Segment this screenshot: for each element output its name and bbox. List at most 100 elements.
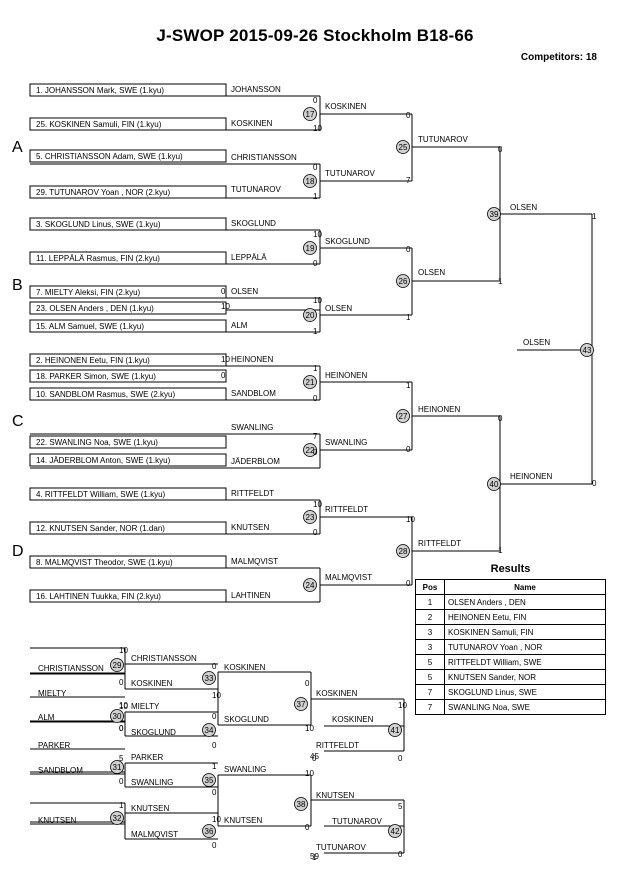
match-number: 39 [490, 210, 499, 219]
match-number-circle [303, 241, 317, 255]
competitor-name: KOSKINEN [231, 119, 273, 128]
match-score: 7 [406, 176, 411, 185]
match-number-circle [202, 671, 216, 685]
competitor-name: JÄDERBLOM [231, 457, 280, 466]
competitor-name: OLSEN [418, 268, 445, 277]
match-score: 10 [212, 815, 221, 824]
match-score: 0 [221, 371, 226, 380]
results-title: Results [490, 563, 531, 575]
entry-box [29, 369, 227, 383]
match-score: 0 [498, 145, 503, 154]
results-pos: 3 [415, 639, 445, 655]
match-number-circle [303, 107, 317, 121]
match-number-circle [396, 409, 410, 423]
competitor-name: RITTFELDT [231, 489, 274, 498]
competitor-name: CHRISTIANSSON [231, 153, 297, 162]
competitor-name: KOSKINEN [316, 689, 358, 698]
match-number: 23 [306, 513, 315, 522]
match-score: 0 [305, 679, 310, 688]
match-score: 1 [212, 762, 217, 771]
match-number: 18 [306, 177, 315, 186]
match-number-circle [580, 343, 594, 357]
match-score: 1 [406, 381, 411, 390]
competitor-name: RITTFELDT [418, 539, 461, 548]
competitor-name: KOSKINEN [332, 715, 374, 724]
results-pos: 1 [415, 594, 445, 610]
match-score: 5 [119, 754, 124, 763]
match-number-circle [303, 443, 317, 457]
match-number-circle [202, 723, 216, 737]
competitor-name: MIELTY [38, 689, 67, 698]
match-number-circle [202, 824, 216, 838]
results-name: TUTUNAROV Yoan , NOR [444, 639, 606, 655]
match-score: 10 [313, 296, 322, 305]
match-score: 10 [221, 355, 230, 364]
match-score: 10 [119, 701, 128, 710]
competitor-name: KOSKINEN [131, 679, 173, 688]
results-header-name: Name [444, 579, 606, 595]
competitor-name: TUTUNAROV [316, 843, 366, 852]
match-number: 40 [490, 480, 499, 489]
match-score: 0 [212, 841, 217, 850]
match-score: 0 [313, 163, 318, 172]
match-score: 0 [498, 414, 503, 423]
pool-label: A [12, 139, 23, 156]
entry-name: 5. CHRISTIANSSON Adam, SWE (1.kyu) [36, 152, 183, 161]
match-score: 0 [119, 678, 124, 687]
competitor-name: HEINONEN [510, 472, 552, 481]
match-number-circle [388, 723, 402, 737]
pool-label: D [12, 543, 24, 560]
results-name: RITTFELDT William, SWE [444, 654, 606, 670]
match-number: 33 [205, 674, 214, 683]
results-name: SWANLING Noa, SWE [444, 699, 606, 715]
pool-label: C [12, 413, 24, 430]
competitor-name: MALMQVIST [325, 573, 372, 582]
match-number: 25 [399, 143, 408, 152]
match-score: 0 [119, 724, 124, 733]
results-name: HEINONEN Eetu, FIN [444, 609, 606, 625]
competitor-name: MALMQVIST [231, 557, 278, 566]
match-score: 10 [313, 230, 322, 239]
pool-label: B [12, 277, 23, 294]
competitor-name: CHRISTIANSSON [131, 654, 197, 663]
competitor-name: TUTUNAROV [231, 185, 281, 194]
results-header-pos: Pos [415, 579, 445, 595]
entry-name: 1. JOHANSSON Mark, SWE (1.kyu) [36, 86, 164, 95]
entry-name: 25. KOSKINEN Samuli, FIN (1.kyu) [36, 120, 162, 129]
entry-name: 29. TUTUNAROV Yoan , NOR (2.kyu) [36, 188, 170, 197]
competitor-name: OLSEN [231, 287, 258, 296]
match-number: 34 [205, 726, 214, 735]
competitor-name: HEINONEN [325, 371, 367, 380]
competitor-name: SWANLING [224, 765, 266, 774]
entry-name: 11. LEPPÄLÄ Rasmus, FIN (2.kyu) [36, 254, 160, 263]
results-name: KOSKINEN Samuli, FIN [444, 624, 606, 640]
competitor-name: SKOGLUND [224, 715, 269, 724]
match-score: 0 [313, 394, 318, 403]
competitor-name: SKOGLUND [231, 219, 276, 228]
match-number: 43 [583, 346, 592, 355]
results-name: SKOGLUND Linus, SWE [444, 684, 606, 700]
match-score: 0 [312, 754, 317, 763]
results-pos: 7 [415, 684, 445, 700]
match-number-circle [396, 544, 410, 558]
entry-name: 7. MIELTY Aleksi, FIN (2.kyu) [36, 288, 141, 297]
entry-box [29, 453, 227, 467]
match-score: 0 [119, 724, 124, 733]
match-number: 17 [306, 110, 315, 119]
competitor-name: SWANLING [131, 778, 173, 787]
match-number-circle [294, 797, 308, 811]
entry-box [29, 149, 227, 163]
match-number-circle [294, 697, 308, 711]
competitor-name: PARKER [131, 753, 164, 762]
competitor-name: KNUTSEN [231, 523, 269, 532]
entry-name: 8. MALMQVIST Theodor, SWE (1.kyu) [36, 558, 173, 567]
results-pos: 5 [415, 654, 445, 670]
match-number-circle [487, 477, 501, 491]
competitor-name: KNUTSEN [38, 816, 76, 825]
match-score: 0 [305, 823, 310, 832]
match-score: 1 [313, 364, 318, 373]
